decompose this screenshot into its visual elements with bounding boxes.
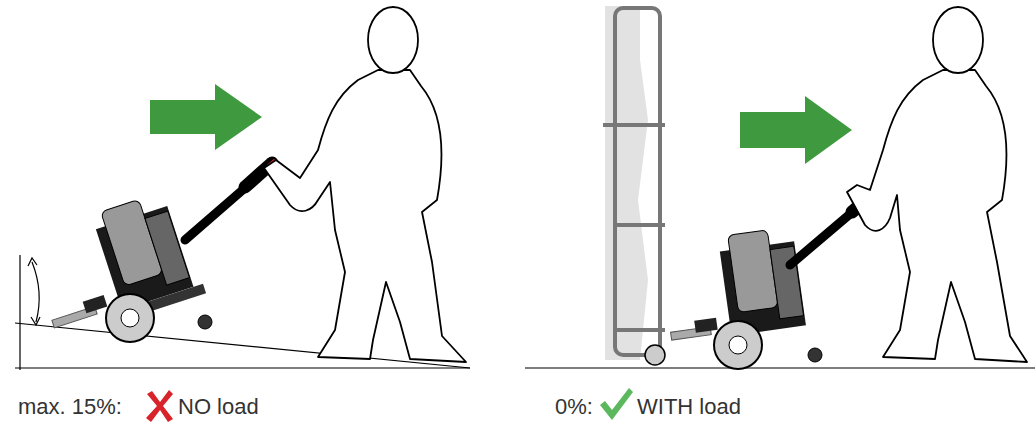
person — [847, 7, 1027, 362]
load-label: NO load — [178, 394, 259, 420]
load-label: WITH load — [637, 394, 741, 420]
direction-arrow — [150, 84, 262, 150]
slope-label: 0%: — [555, 394, 593, 420]
slope-label: max. 15%: — [18, 394, 122, 420]
caster — [198, 315, 212, 329]
person — [264, 7, 466, 362]
roll-container — [603, 6, 665, 365]
tug-device — [25, 189, 206, 342]
cross-mark — [146, 390, 173, 422]
drive-wheel — [106, 294, 154, 342]
check-mark — [600, 388, 633, 420]
direction-arrow — [740, 96, 852, 164]
